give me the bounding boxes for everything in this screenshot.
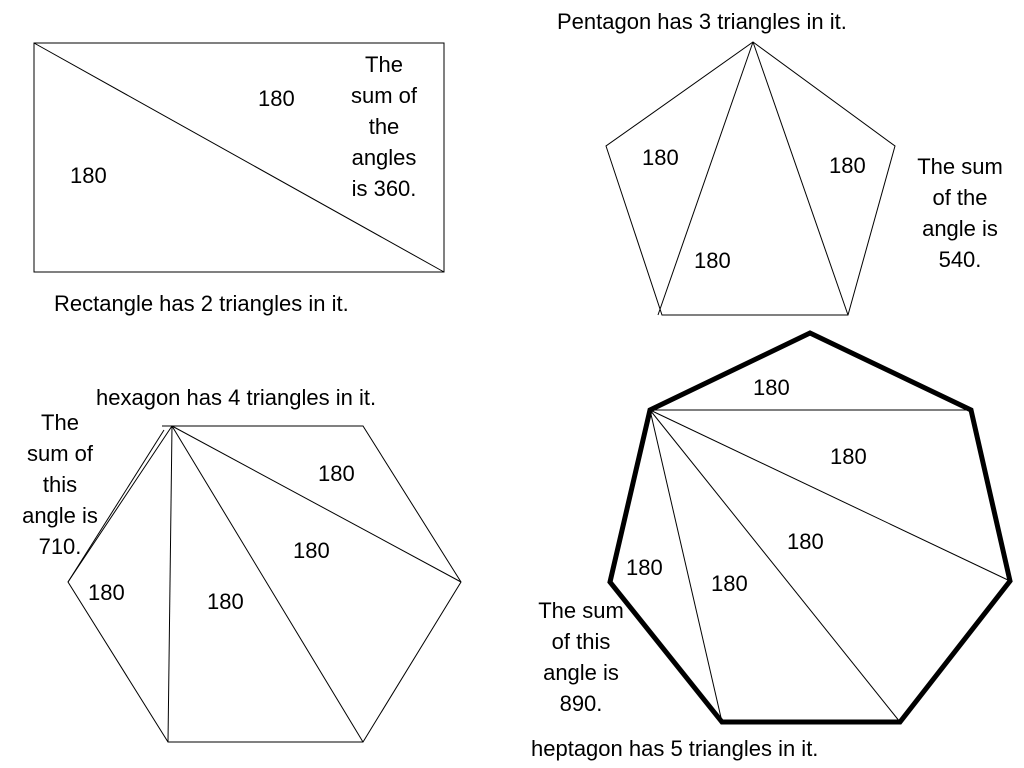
heptagon-outline — [607, 330, 1013, 725]
hexagon-outline — [67, 425, 462, 743]
rectangle-figure — [33, 42, 445, 273]
pentagon-caption: Pentagon has 3 triangles in it. — [557, 9, 847, 34]
heptagon-sum-line-3: angle is — [543, 660, 619, 685]
rectangle-sum-line-2: sum of — [350, 83, 418, 108]
hexagon-sum-line-5: 710. — [38, 534, 82, 559]
pentagon-triangle-label-3: 180 — [694, 248, 731, 273]
pentagon-diagonal-left — [657, 41, 754, 316]
heptagon-diagonal-4 — [649, 409, 723, 723]
hexagon-diagonal-1 — [171, 425, 462, 583]
heptagon-sum-line-2: of this — [551, 629, 611, 654]
rectangle-sum-line-4: angles — [351, 145, 417, 170]
heptagon-figure — [607, 330, 1013, 725]
heptagon-sum-line-1: The sum — [538, 598, 624, 623]
heptagon-sum-line-4: 890. — [559, 691, 603, 716]
hexagon-triangle-label-2: 180 — [293, 538, 330, 563]
hexagon-sum-line-3: this — [42, 472, 78, 497]
pentagon-triangle-label-1: 180 — [642, 145, 679, 170]
pentagon-diagonal-right — [752, 41, 849, 316]
hexagon-diagonal-2 — [171, 425, 364, 743]
rectangle-sum-line-1: The — [365, 52, 403, 77]
hexagon-triangle-label-4: 180 — [207, 589, 244, 614]
pentagon-sum-line-3: angle is — [922, 216, 998, 241]
hexagon-triangle-label-3: 180 — [88, 580, 125, 605]
rectangle-triangle-label-2: 180 — [70, 163, 107, 188]
hexagon-sum-line-4: angle is — [22, 503, 98, 528]
pentagon-sum-line-2: of the — [932, 185, 988, 210]
heptagon-caption: heptagon has 5 triangles in it. — [531, 736, 819, 761]
hexagon-triangle-label-1: 180 — [318, 461, 355, 486]
heptagon-triangle-label-2: 180 — [830, 444, 867, 469]
hexagon-extra-line-2 — [67, 429, 165, 583]
rectangle-sum-note: The sum of the angles is 360. — [340, 49, 428, 204]
heptagon-triangle-label-1: 180 — [753, 375, 790, 400]
rectangle-outline — [33, 42, 445, 273]
pentagon-outline — [605, 41, 896, 316]
heptagon-sum-note: The sum of this angle is 890. — [526, 595, 636, 719]
hexagon-caption: hexagon has 4 triangles in it. — [96, 385, 377, 410]
hexagon-diagonal-3 — [167, 425, 173, 743]
pentagon-sum-line-1: The sum — [917, 154, 1003, 179]
heptagon-triangle-label-3: 180 — [787, 529, 824, 554]
heptagon-triangle-label-5: 180 — [711, 571, 748, 596]
pentagon-sum-note: The sum of the angle is 540. — [905, 151, 1015, 275]
rectangle-caption: Rectangle has 2 triangles in it. — [54, 291, 349, 316]
rectangle-sum-line-5: is 360. — [351, 176, 417, 201]
rectangle-diagonal — [33, 42, 445, 273]
heptagon-triangle-label-4: 180 — [626, 555, 663, 580]
pentagon-sum-line-4: 540. — [938, 247, 982, 272]
hexagon-figure — [67, 425, 462, 743]
rectangle-triangle-label-1: 180 — [258, 86, 295, 111]
heptagon-diagonal-3 — [649, 409, 901, 723]
hexagon-sum-note: The sum of this angle is 710. — [10, 407, 110, 562]
heptagon-diagonal-2 — [649, 409, 1011, 582]
hexagon-sum-line-1: The — [41, 410, 79, 435]
hexagon-sum-line-2: sum of — [26, 441, 94, 466]
rectangle-sum-line-3: the — [368, 114, 400, 139]
pentagon-figure — [605, 41, 896, 316]
pentagon-triangle-label-2: 180 — [829, 153, 866, 178]
